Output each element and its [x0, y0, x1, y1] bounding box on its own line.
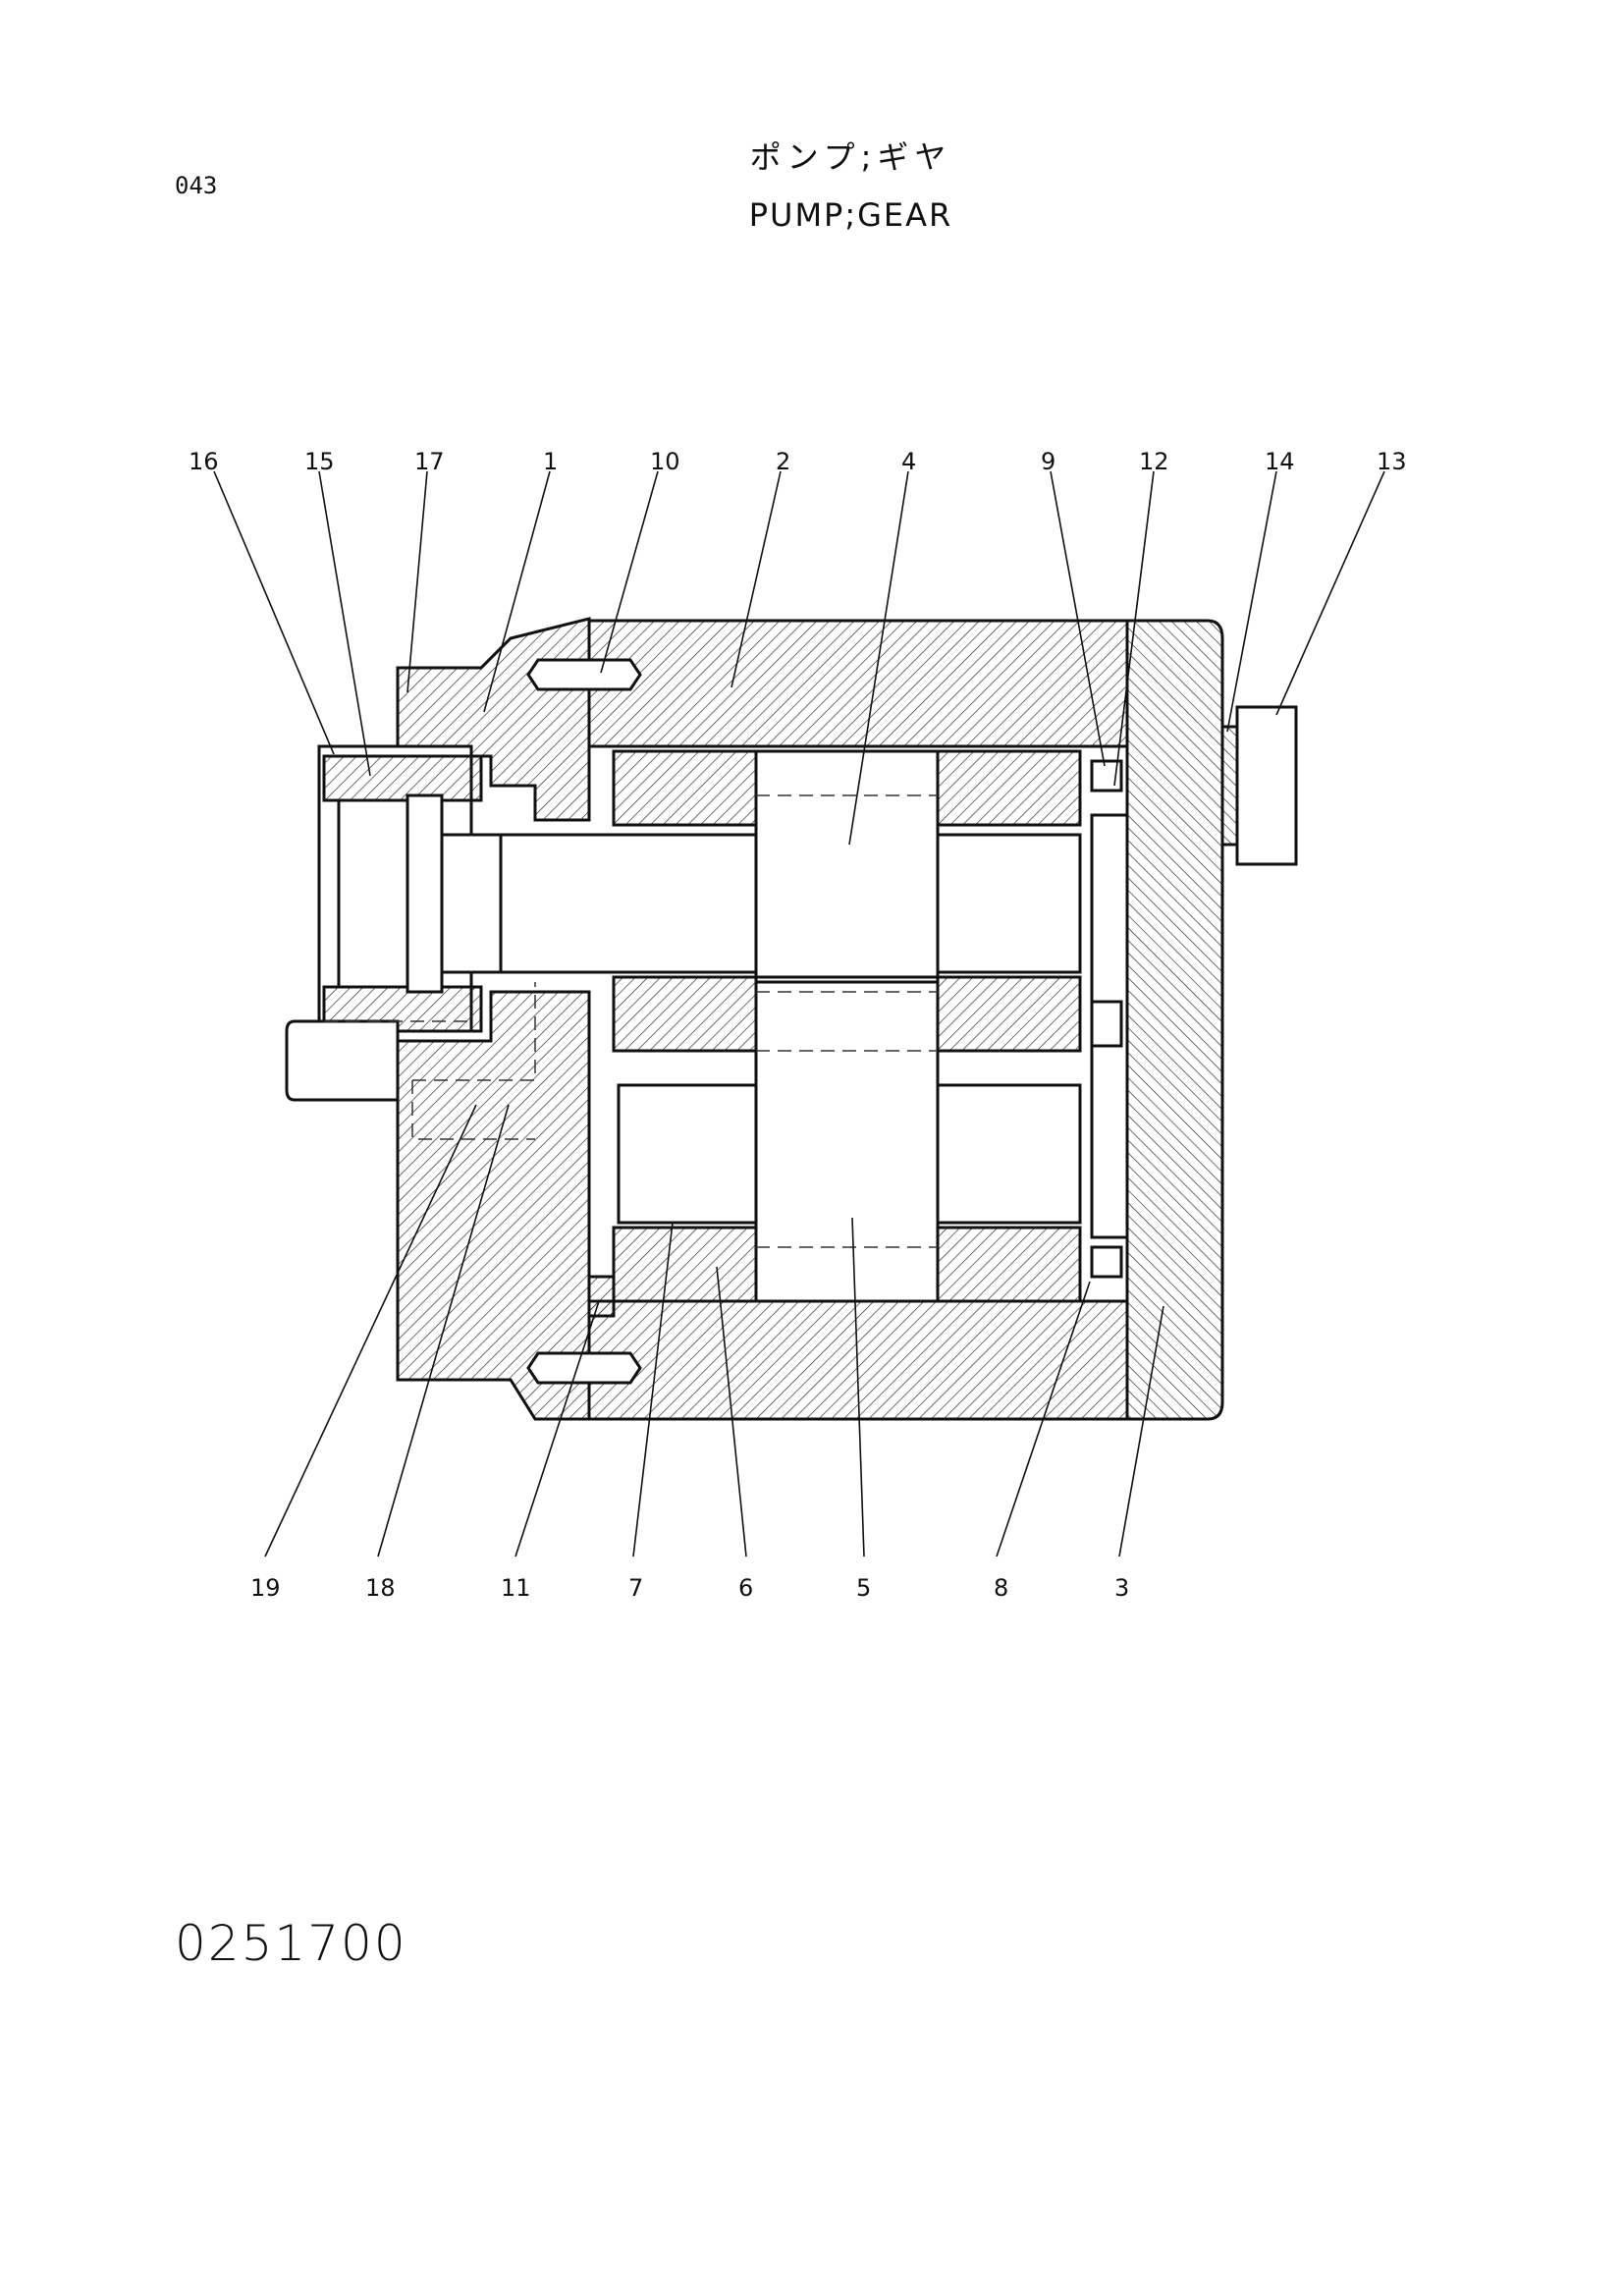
drive-shaft-right	[936, 833, 1082, 974]
page-number: 043	[175, 172, 218, 199]
upper-bushing-left	[612, 749, 758, 827]
dowel-top	[526, 658, 642, 691]
callout-16: 16	[189, 448, 219, 475]
upper-bushing-right	[936, 749, 1082, 827]
callout-15: 15	[304, 448, 335, 475]
callout-2: 2	[776, 448, 790, 475]
dowel-bottom	[526, 1351, 642, 1385]
lower-bushing-right	[936, 1226, 1082, 1303]
callout-8: 8	[994, 1574, 1008, 1602]
callout-18: 18	[365, 1574, 396, 1602]
housing-body	[285, 617, 1298, 1421]
coupling-inner	[337, 798, 414, 989]
oring-lower	[1090, 1245, 1123, 1279]
callout-12: 12	[1139, 448, 1169, 475]
lower-bushing-left	[612, 1226, 758, 1303]
bracket	[285, 1019, 400, 1102]
callout-11: 11	[501, 1574, 531, 1602]
callout-9: 9	[1041, 448, 1055, 475]
callout-10: 10	[650, 448, 680, 475]
plug-washer	[1220, 725, 1239, 847]
driven-gear	[754, 980, 940, 1303]
drawing-code: 0251700	[175, 1915, 407, 1972]
callout-5: 5	[856, 1574, 871, 1602]
callout-7: 7	[628, 1574, 643, 1602]
coupling-ring	[406, 793, 444, 994]
callout-19: 19	[250, 1574, 281, 1602]
callout-13: 13	[1377, 448, 1407, 475]
callout-labels: 16 15 17 1 10 2 4 9 12 14 13 19 18 11 7 …	[189, 448, 1407, 1602]
hidden-lines	[324, 794, 938, 1248]
driven-shaft-right	[936, 1083, 1082, 1225]
mid-bushing-right	[936, 975, 1082, 1053]
title-japanese: ポンプ;ギヤ	[749, 138, 952, 176]
leader-lines	[213, 470, 1385, 1558]
callout-17: 17	[414, 448, 445, 475]
callout-4: 4	[901, 448, 916, 475]
oring-mid	[1090, 1000, 1123, 1048]
plug-body	[1235, 705, 1298, 866]
callout-14: 14	[1265, 448, 1295, 475]
mid-bushing-left	[612, 975, 758, 1053]
rear-cover	[1125, 619, 1224, 1421]
shaft-end	[440, 833, 503, 974]
title-english: PUMP;GEAR	[748, 196, 953, 234]
drive-gear	[754, 749, 940, 979]
coupling-sleeve	[322, 754, 483, 802]
driven-shaft-left	[617, 1083, 758, 1225]
callout-1: 1	[543, 448, 558, 475]
callout-6: 6	[738, 1574, 753, 1602]
body-top	[587, 619, 1129, 748]
callout-3: 3	[1114, 1574, 1129, 1602]
drive-shaft	[499, 833, 758, 974]
